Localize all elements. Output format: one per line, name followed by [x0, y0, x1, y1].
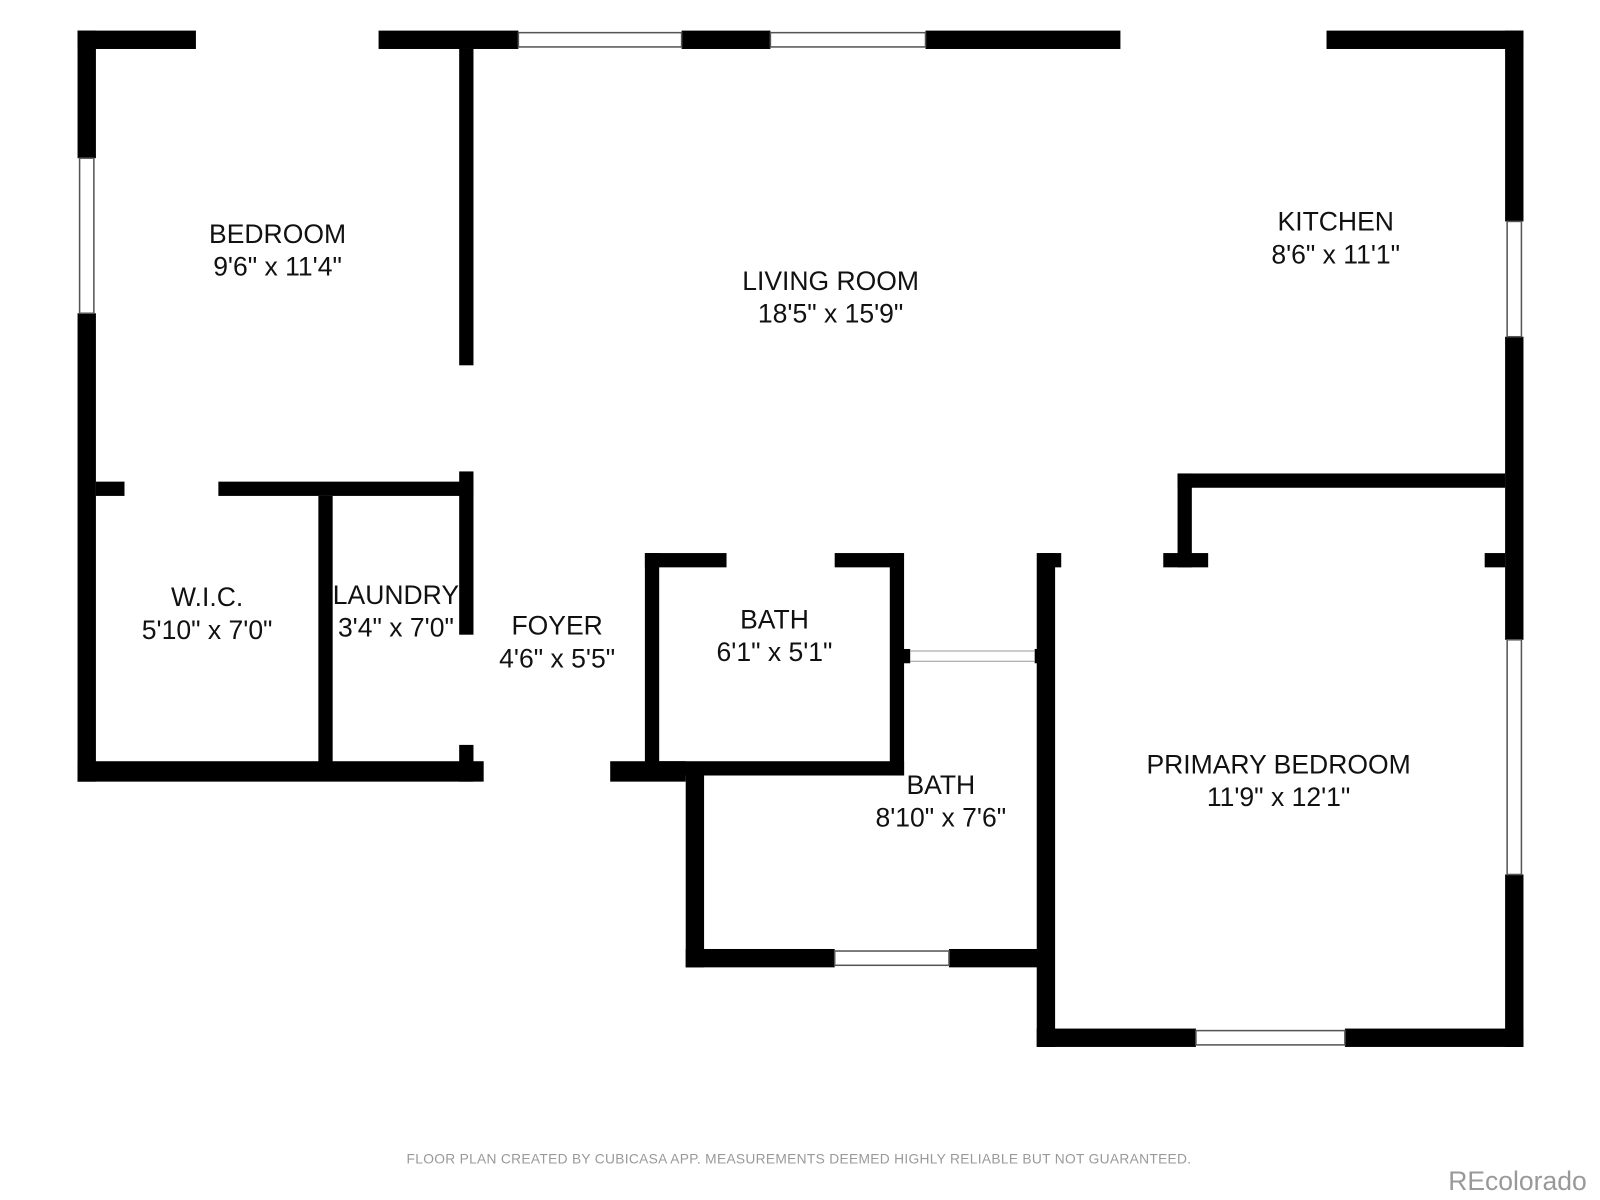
room-size: 9'6" x 11'4"	[213, 252, 342, 282]
windows	[78, 31, 1523, 1046]
room-name: BATH	[740, 605, 809, 635]
room-size: 11'9" x 12'1"	[1207, 782, 1350, 812]
room-labels: BEDROOM 9'6" x 11'4" LIVING ROOM 18'5" x…	[142, 207, 1411, 833]
watermark: REcolorado	[1448, 1166, 1587, 1196]
room-size: 3'4" x 7'0"	[338, 613, 454, 643]
room-name: KITCHEN	[1278, 207, 1394, 237]
room-name: PRIMARY BEDROOM	[1146, 749, 1410, 779]
window	[517, 31, 683, 48]
room-size: 8'6" x 11'1"	[1271, 239, 1400, 269]
walls	[77, 30, 1524, 1047]
window	[833, 950, 950, 967]
room-size: 5'10" x 7'0"	[142, 615, 273, 645]
window	[1506, 220, 1523, 338]
disclaimer: FLOOR PLAN CREATED BY CUBICASA APP. MEAS…	[407, 1151, 1192, 1166]
room-size: 4'6" x 5'5"	[499, 643, 615, 673]
window	[1195, 1029, 1346, 1046]
window	[78, 157, 95, 315]
room-name: LAUNDRY	[333, 580, 460, 610]
room-name: BEDROOM	[209, 219, 346, 249]
room-name: BATH	[906, 770, 975, 800]
room-name: LIVING ROOM	[742, 266, 919, 296]
window	[1506, 639, 1523, 876]
room-name: FOYER	[511, 611, 602, 641]
room-size: 8'10" x 7'6"	[875, 803, 1006, 833]
room-size: 18'5" x 15'9"	[758, 298, 903, 328]
window	[769, 31, 927, 48]
room-size: 6'1" x 5'1"	[717, 637, 833, 667]
room-name: W.I.C.	[171, 582, 243, 612]
